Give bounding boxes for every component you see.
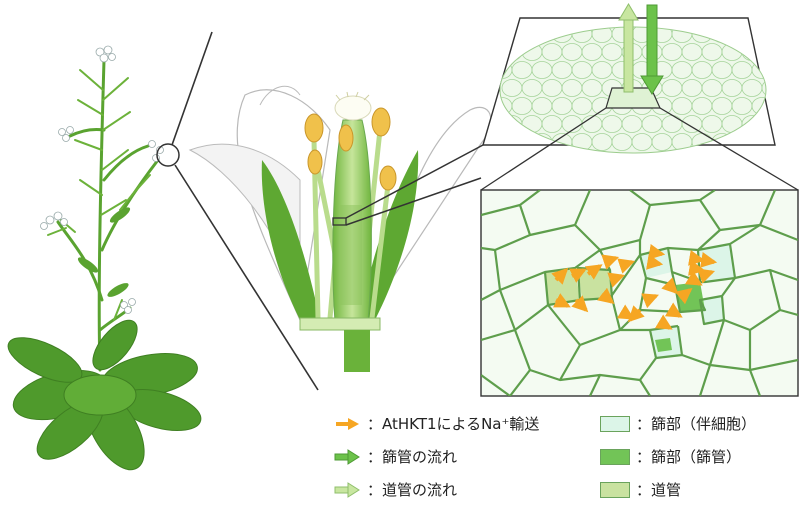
na-transport-arrow: [661, 277, 679, 295]
na-transport-arrow: [700, 252, 718, 268]
anther: [307, 149, 323, 175]
vascular-cross-section: [482, 3, 776, 154]
main-stem: [97, 58, 106, 372]
legend-label: ：篩部（伴細胞）: [636, 415, 757, 433]
na-transport-arrow: [617, 258, 636, 274]
orange-arrow-icon: [336, 418, 359, 430]
green-arrow-icon: [334, 449, 360, 465]
legend-item-xylem: ：道管: [600, 480, 681, 500]
na-transport-arrow: [552, 293, 571, 308]
sieve-tube-cell: [655, 338, 672, 352]
na-transport-arrow: [584, 264, 603, 280]
na-transport-arrow: [697, 268, 716, 284]
na-transport-arrow: [616, 304, 635, 320]
na-transport-arrow: [646, 254, 664, 270]
companion-cell: [700, 296, 724, 324]
na-transport-arrow: [568, 268, 587, 283]
na-transport-arrow: [648, 244, 666, 260]
na-transport-arrow: [654, 314, 673, 330]
zoom-lines: [345, 144, 484, 226]
xylem-swatch: [600, 482, 630, 498]
side-stem: [100, 158, 160, 252]
parenchyma-cell: [761, 79, 766, 97]
legend-item-sieve-tube: ：篩部（篩管）: [600, 447, 741, 467]
na-transport-arrow: [664, 302, 683, 318]
anther: [379, 165, 397, 191]
pedicel: [344, 330, 370, 372]
sepal: [261, 160, 320, 320]
vascular-tissue-detail: [480, 189, 799, 397]
zoom-box: [332, 217, 347, 226]
sieve-tube-swatch: [600, 449, 630, 465]
zoom-lines: [171, 31, 319, 391]
stigma: [334, 95, 372, 121]
light-green-arrow-icon: [334, 482, 360, 498]
na-transport-arrow: [571, 295, 589, 313]
zoom-circle: [156, 143, 180, 167]
legend-label: ：篩部（篩管）: [636, 448, 742, 466]
na-transport-arrow: [597, 287, 615, 304]
na-transport-arrow: [551, 267, 569, 285]
parenchyma-cell: [751, 27, 766, 43]
arabidopsis-plant: [7, 45, 202, 471]
side-stem: [68, 128, 106, 138]
side-stem: [56, 220, 104, 302]
parenchyma-cell: [761, 43, 766, 61]
anther: [338, 124, 354, 152]
legend-item-companion-cell: ：篩部（伴細胞）: [600, 414, 756, 434]
phloem-flow-arrow: [640, 4, 664, 95]
legend-item-phloem-flow: ：篩管の流れ: [333, 447, 457, 467]
na-transport-arrow: [607, 272, 626, 288]
legend-item-na-transport: ：AtHKT1によるNa⁺輸送: [333, 414, 539, 434]
companion-cell-swatch: [600, 416, 630, 432]
na-transport-arrow: [641, 293, 659, 309]
legend-label: ：篩管の流れ: [367, 448, 458, 466]
legend-label: ：AtHKT1によるNa⁺輸送: [367, 415, 540, 433]
xylem-cell: [578, 268, 612, 300]
na-transport-arrows: [551, 244, 718, 330]
legend-label: ：道管: [636, 481, 682, 499]
legend-item-xylem-flow: ：道管の流れ: [333, 480, 457, 500]
anther: [304, 113, 324, 143]
na-transport-arrow: [601, 254, 620, 270]
side-stem: [102, 144, 150, 182]
anther: [371, 107, 391, 137]
zoom-lines: [480, 107, 799, 191]
na-transport-arrow: [675, 288, 693, 305]
na-transport-arrow: [688, 260, 706, 276]
na-transport-arrow: [688, 250, 706, 266]
flower-cross-section: [188, 85, 492, 372]
parenchyma-cell: [500, 27, 513, 43]
xylem-flow-arrow: [618, 3, 639, 93]
legend-label: ：道管の流れ: [367, 481, 458, 499]
